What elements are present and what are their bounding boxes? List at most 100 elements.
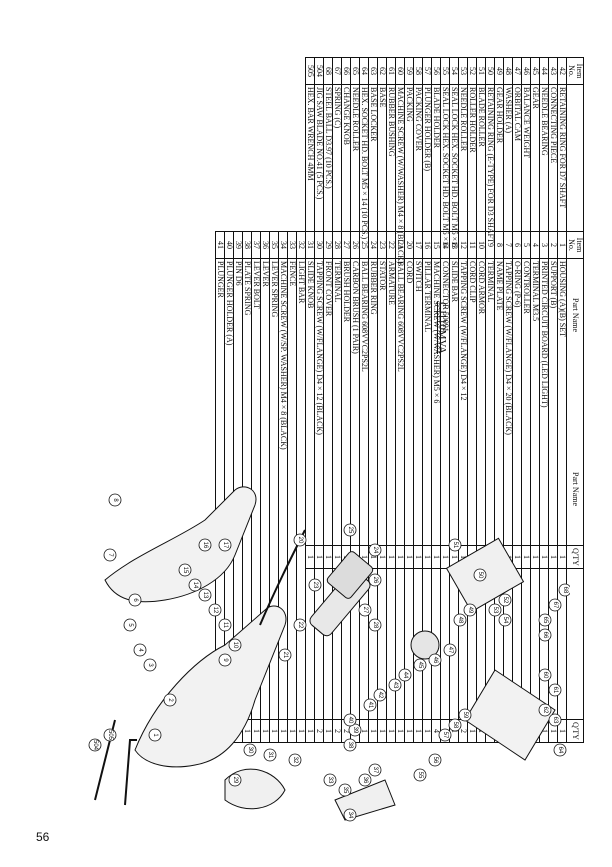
callout-50: 50 (473, 568, 487, 582)
svg-text:28: 28 (372, 622, 378, 629)
svg-text:4: 4 (137, 648, 143, 652)
callout-15: 15 (178, 563, 192, 577)
page-number: 56 (36, 830, 50, 844)
callout-66: 66 (538, 628, 552, 642)
callout-44: 44 (398, 668, 412, 682)
item-no-cell: 61 (386, 57, 396, 85)
svg-text:504: 504 (92, 740, 98, 751)
svg-text:6: 6 (132, 598, 138, 602)
svg-text:64: 64 (557, 747, 563, 754)
item-no-cell: 34 (278, 231, 288, 259)
item-no-cell: 60 (395, 57, 405, 85)
callout-13: 13 (198, 588, 212, 602)
callout-4: 4 (133, 643, 147, 657)
svg-text:43: 43 (392, 682, 398, 689)
callout-41: 41 (363, 698, 377, 712)
item-no-cell: 54 (449, 57, 459, 85)
item-no-cell: 37 (251, 231, 261, 259)
svg-text:51: 51 (452, 542, 458, 549)
item-no-cell: 33 (287, 231, 297, 259)
svg-text:49: 49 (467, 607, 473, 614)
item-no-cell: 59 (404, 57, 414, 85)
item-no-cell: 53 (458, 57, 468, 85)
callout-23: 23 (308, 578, 322, 592)
svg-text:16: 16 (202, 542, 208, 549)
svg-text:42: 42 (377, 692, 383, 699)
svg-text:17: 17 (222, 542, 228, 549)
svg-text:56: 56 (432, 757, 438, 764)
base-shape (464, 669, 556, 761)
svg-text:57: 57 (442, 732, 448, 739)
item-no-cell: 55 (440, 57, 450, 85)
callout-42: 42 (373, 688, 387, 702)
callout-67: 67 (548, 598, 562, 612)
svg-text:24: 24 (372, 547, 378, 554)
svg-text:29: 29 (232, 777, 238, 784)
svg-text:66: 66 (542, 632, 548, 639)
svg-text:36: 36 (362, 777, 368, 784)
callout-64: 64 (553, 743, 567, 757)
callout-27: 27 (358, 603, 372, 617)
item-no-cell: 40 (224, 231, 234, 259)
callout-54: 54 (498, 613, 512, 627)
item-no-cell: 49 (494, 57, 504, 85)
item-no-cell: 41 (215, 231, 225, 259)
gear-shape (410, 630, 440, 660)
item-no-cell: 62 (377, 57, 387, 85)
callout-29: 29 (228, 773, 242, 787)
svg-text:31: 31 (267, 752, 273, 759)
svg-text:2: 2 (167, 698, 173, 702)
svg-text:38: 38 (347, 742, 353, 749)
callout-52: 52 (498, 593, 512, 607)
callout-26: 26 (368, 573, 382, 587)
callout-55: 55 (413, 768, 427, 782)
svg-text:55: 55 (417, 772, 423, 779)
svg-text:13: 13 (202, 592, 208, 599)
svg-text:20: 20 (297, 537, 303, 544)
callout-48: 48 (453, 613, 467, 627)
callout-58: 58 (448, 718, 462, 732)
svg-text:7: 7 (107, 553, 113, 557)
callout-1: 1 (148, 728, 162, 742)
item-no-cell: 57 (422, 57, 432, 85)
svg-text:10: 10 (232, 642, 238, 649)
item-no-cell: 56 (431, 57, 441, 85)
svg-text:30: 30 (247, 747, 253, 754)
svg-text:34: 34 (347, 812, 353, 819)
callout-21: 21 (278, 648, 292, 662)
callout-25: 25 (343, 523, 357, 537)
hex-wrench-shape (124, 739, 137, 806)
callout-40: 40 (343, 713, 357, 727)
svg-text:505: 505 (107, 730, 113, 741)
svg-text:59: 59 (462, 712, 468, 719)
item-no-cell: 67 (332, 57, 342, 85)
callout-43: 43 (388, 678, 402, 692)
svg-text:25: 25 (347, 527, 353, 534)
svg-text:33: 33 (327, 777, 333, 784)
svg-text:39: 39 (352, 727, 358, 734)
callout-37: 37 (368, 763, 382, 777)
stator-shape (326, 551, 374, 599)
item-no-cell: 46 (521, 57, 531, 85)
callout-61: 61 (548, 683, 562, 697)
item-no-cell: 36 (260, 231, 270, 259)
item-no-cell: 43 (548, 57, 558, 85)
callout-38: 38 (343, 738, 357, 752)
callout-32: 32 (288, 753, 302, 767)
callout-51: 51 (448, 538, 462, 552)
svg-text:35: 35 (342, 787, 348, 794)
item-no-cell: 50 (485, 57, 495, 85)
callout-17: 17 (218, 538, 232, 552)
svg-text:37: 37 (372, 767, 378, 774)
svg-text:22: 22 (297, 622, 303, 629)
item-no-cell: 44 (539, 57, 549, 85)
svg-text:50: 50 (477, 572, 483, 579)
svg-text:44: 44 (402, 672, 408, 679)
callout-505: 505 (103, 728, 117, 742)
svg-text:15: 15 (182, 567, 188, 574)
svg-text:32: 32 (292, 757, 298, 764)
callout-11: 11 (218, 618, 232, 632)
callout-62: 62 (538, 703, 552, 717)
callout-39: 39 (348, 723, 362, 737)
item-no-cell: 63 (368, 57, 378, 85)
